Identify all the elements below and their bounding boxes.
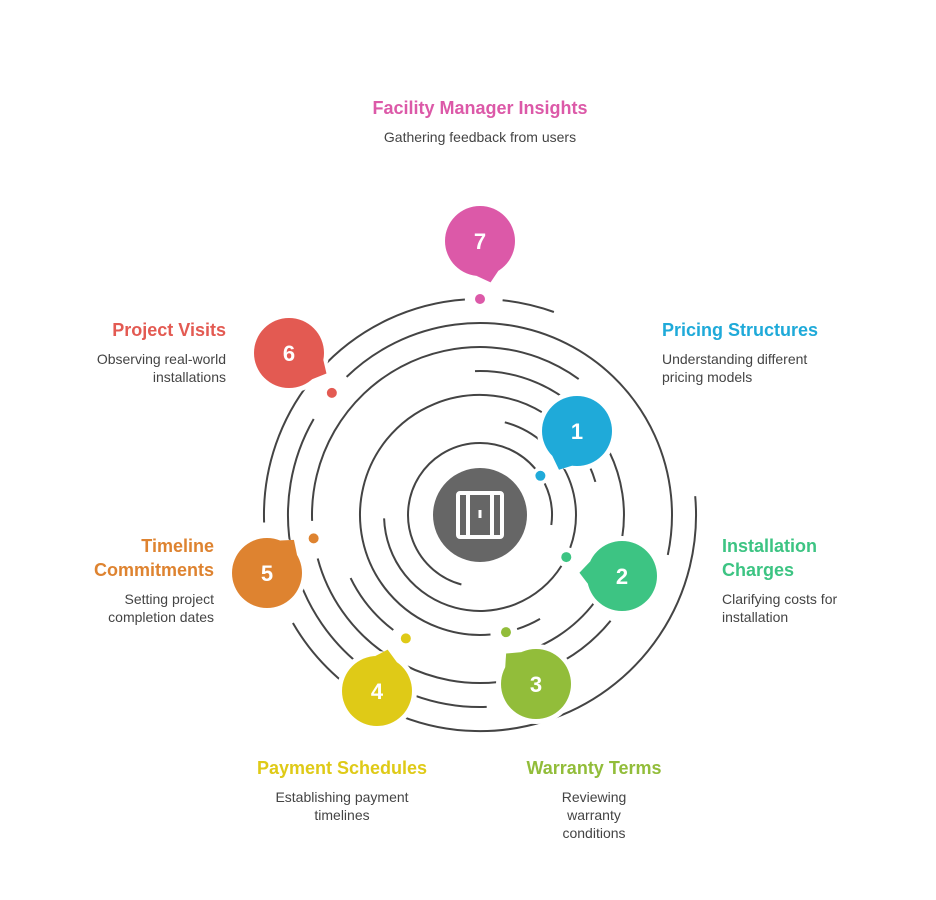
bubble-circle [254, 318, 324, 388]
step-7-desc: Gathering feedback from users [383, 129, 577, 145]
step-dot-4 [400, 633, 411, 644]
bubble-tail [375, 649, 397, 663]
door-icon [456, 491, 504, 539]
step-4-desc: Establishing payment timelines [275, 789, 409, 823]
bubbles: 1 2 3 4 5 6 7 [227, 201, 662, 731]
center-hub [433, 468, 527, 562]
ring-arc-5 [316, 558, 385, 654]
label-step-2: Installation Charges Clarifying costs fo… [722, 534, 862, 626]
step-1-title: Pricing Structures [662, 320, 819, 340]
ring-arc-4 [608, 451, 625, 538]
step-5-desc: Setting project completion dates [108, 591, 214, 625]
label-step-4: Payment Schedules Establishing payment t… [232, 756, 452, 824]
step-number-5: 5 [261, 561, 273, 586]
step-dot-5 [308, 533, 319, 544]
step-5-title: Timeline Commitments [93, 536, 214, 580]
step-2-desc: Clarifying costs for installation [722, 591, 838, 625]
ring-arc-5 [403, 663, 498, 684]
bubble-circle [232, 538, 302, 608]
step-number-2: 2 [616, 564, 628, 589]
ring-arc-6 [413, 694, 487, 708]
bubble-circle [445, 206, 515, 276]
step-3-desc: Reviewing warranty conditions [561, 789, 627, 841]
label-step-6: Project Visits Observing real-world inst… [66, 318, 226, 386]
ring-arc-2 [560, 463, 577, 549]
step-1-desc: Understanding different pricing models [662, 351, 808, 385]
step-6-title: Project Visits [112, 320, 226, 340]
step-bubble-3: 3 [496, 644, 576, 724]
bubble-circle [542, 396, 612, 466]
ring-arc-7 [502, 299, 555, 313]
ring-arc-1 [543, 482, 553, 526]
ring-arc-5 [311, 346, 580, 521]
step-number-3: 3 [530, 672, 542, 697]
label-step-1: Pricing Structures Understanding differe… [662, 318, 842, 386]
step-7-title: Facility Manager Insights [372, 98, 588, 118]
step-6-desc: Observing real-world installations [96, 351, 226, 385]
step-dot-6 [326, 387, 337, 398]
step-number-1: 1 [571, 419, 583, 444]
dots [308, 294, 572, 644]
step-dot-1 [535, 470, 546, 481]
bubble-circle [342, 656, 412, 726]
ring-arc-3 [359, 394, 545, 636]
label-step-5: Timeline Commitments Setting project com… [74, 534, 214, 626]
ring-arc-6 [345, 321, 673, 556]
step-bubble-1: 1 [537, 391, 617, 471]
step-number-6: 6 [283, 341, 295, 366]
step-dot-3 [500, 627, 511, 638]
step-3-title: Warranty Terms [526, 758, 662, 778]
step-4-title: Payment Schedules [256, 758, 428, 778]
bubble-circle [501, 649, 571, 719]
step-bubble-4: 4 [337, 649, 417, 731]
step-dot-7 [475, 294, 485, 304]
step-bubble-2: 2 [579, 536, 662, 616]
ring-arc-4 [474, 370, 566, 400]
ring-arc-3 [516, 618, 541, 631]
bubble-tail [476, 270, 499, 283]
step-number-4: 4 [371, 679, 384, 704]
ring-arc-1 [407, 441, 536, 586]
step-2-title: Installation Charges [722, 536, 818, 580]
step-bubble-6: 6 [249, 313, 329, 393]
step-dot-2 [561, 552, 572, 563]
ring-arc-4 [349, 577, 394, 631]
bubble-circle [587, 541, 657, 611]
step-bubble-7: 7 [440, 201, 520, 283]
step-number-7: 7 [474, 229, 486, 254]
label-step-7: Facility Manager Insights Gathering feed… [370, 96, 590, 146]
step-bubble-5: 5 [227, 533, 307, 613]
ring-arc-2 [383, 518, 563, 612]
label-step-3: Warranty Terms Reviewing warranty condit… [484, 756, 704, 842]
